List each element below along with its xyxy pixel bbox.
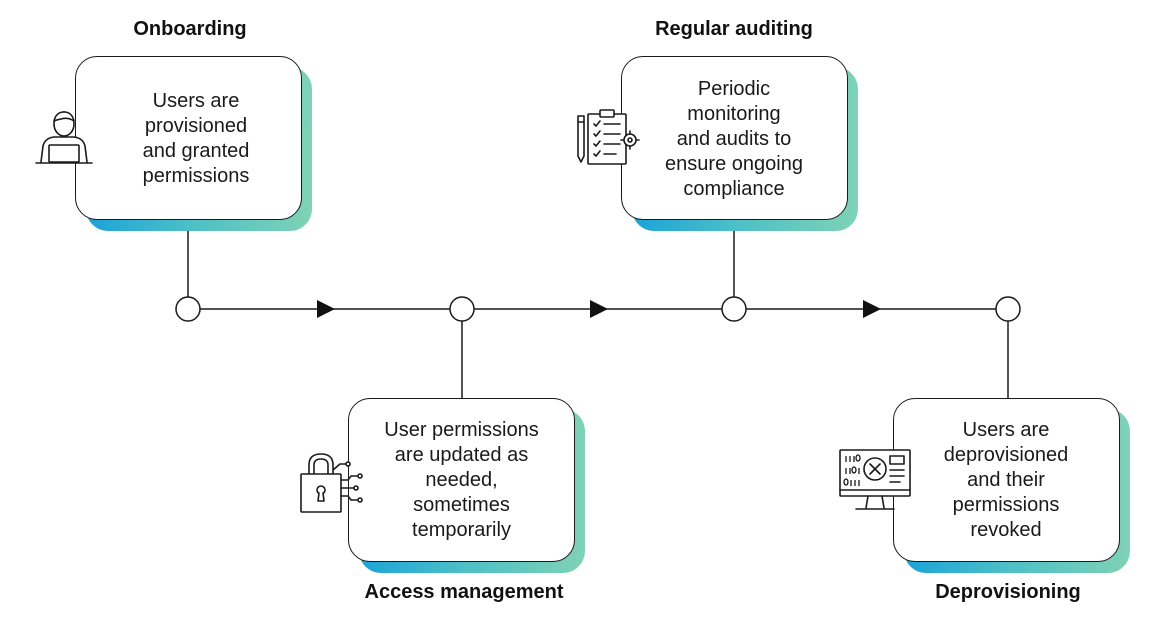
description-line: needed, (425, 469, 498, 491)
stage-description-access-management: User permissions are updated as needed, … (363, 418, 560, 543)
stage-card-deprovisioning (893, 398, 1120, 562)
description-line: Users are (152, 90, 240, 112)
description-line: sometimes (413, 494, 510, 516)
description-line: Users are (962, 419, 1050, 441)
description-line: and their (967, 469, 1045, 491)
stage-title-access-management: Access management (364, 581, 564, 603)
description-line: and audits to (676, 128, 792, 150)
user-at-laptop-icon (35, 111, 93, 164)
description-line: Periodic (697, 78, 771, 100)
padlock-circuit-icon (300, 453, 363, 513)
stage-title-deprovisioning: Deprovisioning (935, 581, 1081, 603)
description-line: temporarily (412, 519, 511, 541)
description-line: ensure ongoing (665, 153, 803, 175)
description-line: User permissions (384, 419, 539, 441)
arrow-right-icon (317, 300, 335, 318)
description-line: compliance (683, 178, 785, 200)
stage-description-regular-auditing: Periodic monitoring and audits to ensure… (653, 77, 815, 202)
description-line: deprovisioned (943, 444, 1069, 466)
description-line: and granted (142, 140, 250, 162)
clipboard-checklist-icon (577, 109, 640, 165)
stage-title-regular-auditing: Regular auditing (655, 18, 813, 40)
description-line: permissions (142, 165, 250, 187)
arrow-right-icon (590, 300, 608, 318)
arrow-right-icon (863, 300, 881, 318)
stage-card-access-management (348, 398, 575, 562)
timeline-node-access-management (449, 296, 475, 322)
stage-title-onboarding: Onboarding (133, 18, 247, 40)
description-line: are updated as (394, 444, 529, 466)
description-line: permissions (952, 494, 1060, 516)
timeline-node-regular-auditing (721, 296, 747, 322)
description-line: monitoring (687, 103, 781, 125)
stage-description-deprovisioning: Users are deprovisioned and their permis… (925, 418, 1087, 543)
stage-description-onboarding: Users are provisioned and granted permis… (115, 89, 277, 189)
stage-card-regular-auditing (621, 56, 848, 220)
timeline-node-deprovisioning (995, 296, 1021, 322)
stage-card-onboarding (75, 56, 302, 220)
monitor-revoked-icon (839, 449, 911, 510)
description-line: provisioned (144, 115, 248, 137)
description-line: revoked (970, 519, 1042, 541)
timeline-node-onboarding (175, 296, 201, 322)
